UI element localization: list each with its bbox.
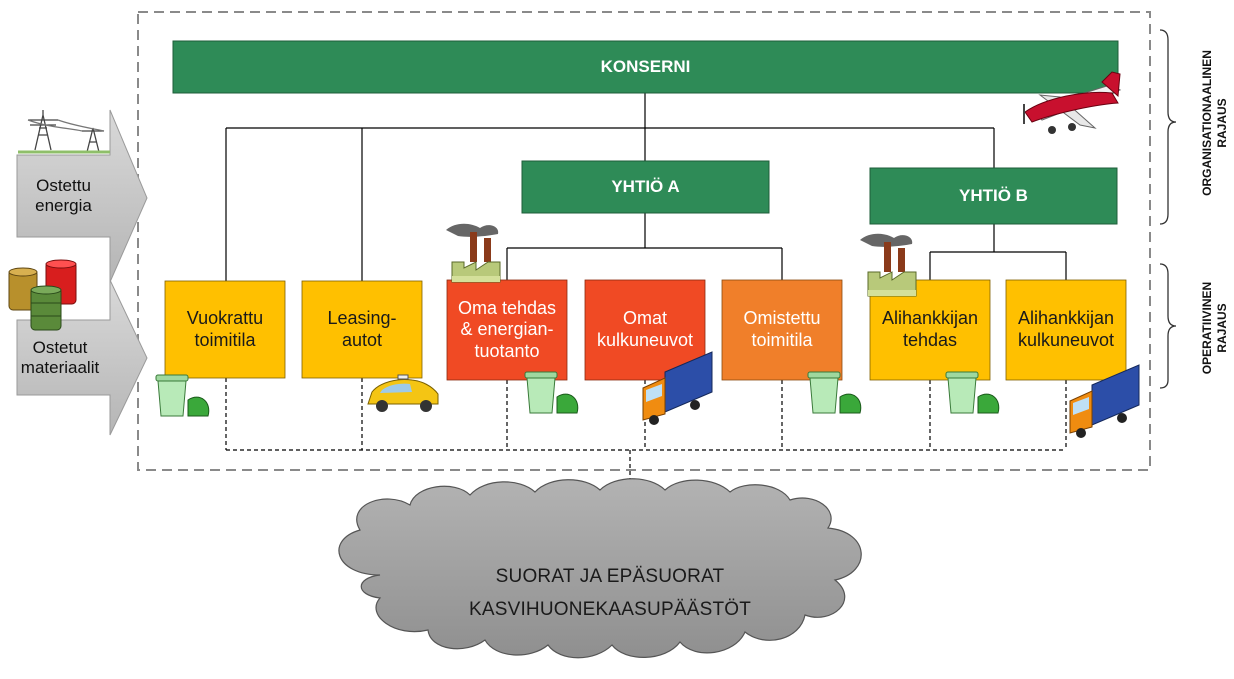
operational-boundary-line-1: OPERATIIVINEN <box>1200 281 1214 375</box>
trash-bin-icon <box>155 374 210 417</box>
unit-label-leasing: Leasing-autot <box>327 307 397 350</box>
unit-box-vuokrattu <box>164 280 286 379</box>
airplane-icon <box>1023 71 1122 134</box>
operational-boundary-line-2: RAJAUS <box>1215 303 1229 353</box>
konserni-box <box>172 40 1119 94</box>
energy-input-label: Ostettu energia <box>35 175 92 215</box>
unit-label-oma-tehdas: Oma tehdas & energian-tuotanto <box>457 297 557 361</box>
unit-box-alihankkijan-tehdas <box>869 279 991 381</box>
unit-box-alihankkijan-kulkuneuvot <box>1005 279 1127 381</box>
unit-label-alihankkijan-kulkuneuvot: Alihankkijan kulkuneuvot <box>1017 308 1115 350</box>
organization-boundary <box>137 11 1151 471</box>
trash-bin-icon <box>807 371 862 414</box>
unit-box-omistettu <box>721 279 843 381</box>
unit-label-alihankkijan-tehdas: Alihankkijan tehdas <box>881 308 979 350</box>
company-a-box <box>521 160 770 214</box>
org-connectors <box>225 93 1067 282</box>
oil-barrels-icon <box>8 259 77 331</box>
unit-label-vuokrattu: Vuokrattu toimitila <box>186 307 264 350</box>
trash-bin-icon <box>945 371 1000 414</box>
unit-label-omistettu: Omistettu toimitila <box>743 308 821 350</box>
organizational-boundary-line-1: ORGANISATIONAALINEN <box>1200 50 1214 196</box>
organizational-boundary-line-2: RAJAUS <box>1215 98 1229 148</box>
materials-input-label: Ostetut materiaalit <box>20 337 100 377</box>
cloud-line-1: SUORAT JA EPÄSUORAT <box>495 565 725 587</box>
organizational-brace <box>1159 29 1177 225</box>
company-b-box <box>869 167 1118 225</box>
cloud-line-2: KASVIHUONEKAASUPÄÄSTÖT <box>468 598 752 620</box>
organizational-boundary-label: ORGANISATIONAALINEN RAJAUS <box>1200 33 1230 213</box>
emissions-cloud <box>338 478 862 659</box>
truck-icon <box>642 351 713 425</box>
taxi-car-icon <box>367 374 439 412</box>
energy-input-arrow <box>16 109 148 283</box>
power-line-icon <box>18 110 110 154</box>
unit-label-omat-kulkuneuvot: Omat kulkuneuvot <box>596 308 694 350</box>
unit-box-oma-tehdas <box>446 279 568 381</box>
operational-boundary-label: OPERATIIVINEN RAJAUS <box>1200 253 1230 403</box>
operational-brace <box>1159 263 1177 389</box>
konserni-label: KONSERNI <box>600 56 691 76</box>
company-b-label: YHTIÖ B <box>959 185 1028 205</box>
trash-bin-icon <box>524 371 579 414</box>
materials-input-arrow <box>16 279 148 436</box>
unit-box-leasing <box>301 280 423 379</box>
factory-icon <box>446 223 501 283</box>
factory-icon <box>860 233 917 297</box>
company-a-label: YHTIÖ A <box>611 176 680 196</box>
truck-icon <box>1069 364 1140 438</box>
